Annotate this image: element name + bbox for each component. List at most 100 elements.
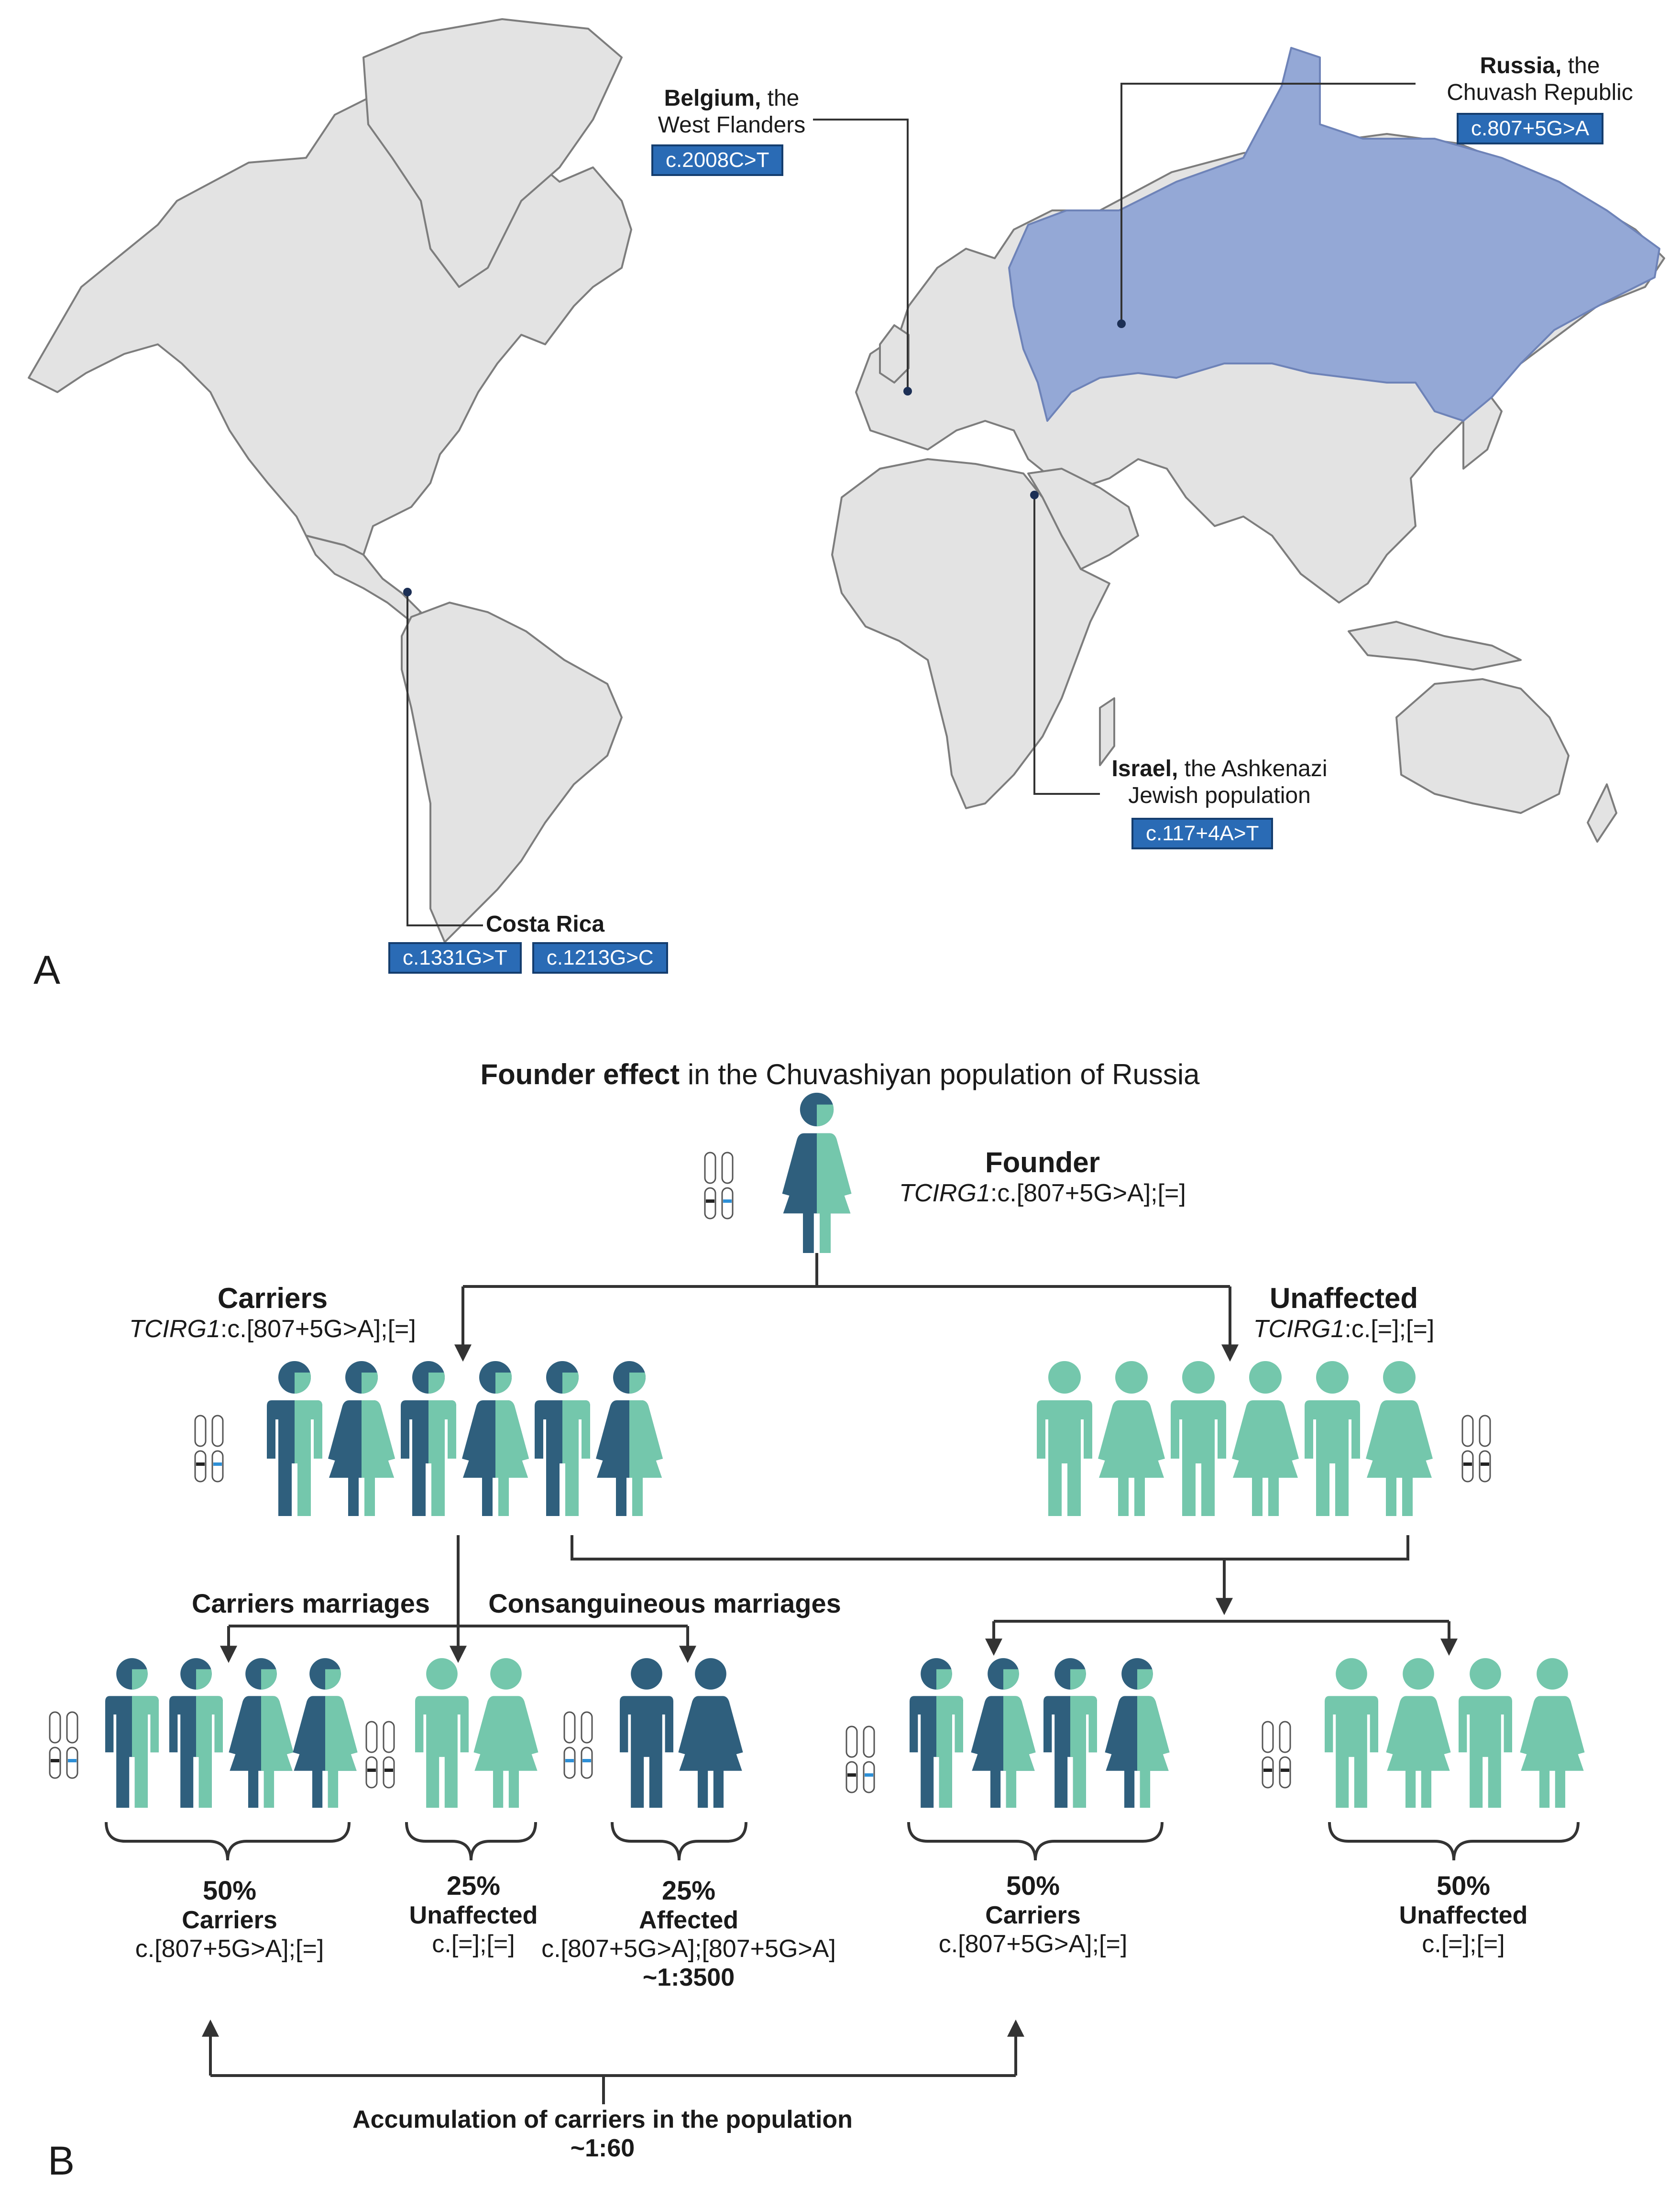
carrier-person [462,1361,529,1516]
greenland [362,18,623,288]
unaffected-person [1098,1361,1165,1516]
madagascar [1099,697,1115,766]
variant-tag-costa-rica-2: c.1213G>C [532,942,668,974]
panel-b-title: Founder effect in the Chuvashiyan popula… [0,1058,1680,1091]
mixed-offspring-carrier [971,1658,1036,1808]
new-zealand [1587,783,1617,843]
founder-chromosomes [704,1152,734,1220]
outcome-percent: 25% [661,1875,716,1905]
brace-unaffected-middle [405,1822,537,1861]
russia-the: the [1561,53,1600,78]
offspring-affected-chromosomes [563,1711,593,1779]
outcome-genotype: c.[807+5G>A];[807+5G>A] [541,1935,836,1963]
carrier-person [535,1361,590,1516]
panel-b-founder-effect: Founder effect in the Chuvashiyan popula… [0,1023,1680,2198]
carriers-marriages-label: Carriers marriages [191,1588,430,1618]
costa-rica-name: Costa Rica [485,912,605,937]
offspring-unaffected-chromosomes [365,1721,395,1789]
israel-population: Jewish population [1128,783,1311,808]
belgium-variants: c.2008C>T [651,144,784,176]
offspring-unaffected [473,1658,538,1808]
title-bold: Founder effect [480,1058,680,1090]
mixed-offspring-unaffected [1325,1658,1378,1808]
outcome-label: Affected [638,1906,739,1934]
russia-marker [1117,319,1126,328]
unaffected-genotype: :c.[=];[=] [1344,1315,1435,1343]
carriers-gene: TCIRG1 [129,1315,220,1343]
accumulation-ratio: ~1:60 [570,2134,635,2162]
africa [831,458,1110,809]
costa-rica-callout: Costa Rica [473,911,617,938]
brace-affected [611,1822,747,1861]
outcome-label: Unaffected [1399,1901,1528,1929]
outcome-label: Carriers [182,1906,277,1934]
unaffected-gene: TCIRG1 [1253,1315,1345,1343]
russia-name: Russia, [1480,53,1562,78]
outcome-genotype: c.[807+5G>A];[=] [938,1930,1128,1958]
founder-genotype: :c.[807+5G>A];[=] [990,1179,1186,1207]
israel-the-ashkenazi: the Ashkenazi [1178,756,1328,781]
mixed-offspring-unaffected [1386,1658,1451,1808]
mixed-offspring-unaffected [1520,1658,1585,1808]
unaffected-chromosomes [1461,1415,1491,1483]
world-map [28,18,1665,943]
belgium-the: the [761,86,800,111]
costa-rica-marker [403,588,412,596]
carriers-chromosomes [194,1415,224,1483]
founder-gene: TCIRG1 [899,1179,990,1207]
carrier-person [401,1361,456,1516]
belgium-marker [903,387,912,396]
unaffected-person [1232,1361,1299,1516]
belgium-name: Belgium, [664,86,761,111]
carriers-genotype: :c.[807+5G>A];[=] [220,1315,416,1343]
offspring-carrier [169,1658,223,1808]
mixed-offspring-carrier [1043,1658,1098,1808]
founder-diagram [49,1092,1585,2104]
unaffected-label-block: Unaffected TCIRG1:c.[=];[=] [1224,1282,1463,1343]
offspring-carrier [105,1658,159,1808]
variant-tag-israel: c.117+4A>T [1131,818,1274,849]
outcome-percent: 25% [446,1870,501,1901]
israel-connector [1033,495,1100,795]
outcome-unaffected-right: 50% Unaffected c.[=];[=] [1368,1870,1559,1958]
outcome-genotype: c.[807+5G>A];[=] [135,1935,324,1963]
unaffected-person [1366,1361,1433,1516]
variant-tag-russia: c.807+5G>A [1457,113,1604,144]
brace-carriers-left [105,1822,351,1861]
outcome-label: Unaffected [409,1901,538,1929]
variant-tag-belgium: c.2008C>T [651,144,784,176]
carrier-person [328,1361,395,1516]
carrier-person [267,1361,322,1516]
israel-variants: c.117+4A>T [1131,818,1274,849]
outcome-percent: 50% [1006,1870,1060,1901]
offspring-affected [678,1658,743,1808]
costa-rica-variants: c.1331G>T c.1213G>C [388,942,668,974]
offspring-unaffected [415,1658,469,1808]
mixed-offspring-unaffected [1459,1658,1512,1808]
outcome-affected: 25% Affected c.[807+5G>A];[807+5G>A] ~1:… [536,1875,842,1992]
belgium-region: West Flanders [658,112,806,138]
consanguineous-marriages-label: Consanguineous marriages [488,1588,841,1618]
offspring-carrier [293,1658,358,1808]
panel-b-label: B [48,2138,75,2183]
affected-prevalence: ~1:3500 [642,1964,735,1991]
outcome-carriers-left: 50% Carriers c.[807+5G>A];[=] [96,1875,363,1963]
offspring-carrier [229,1658,294,1808]
unaffected-label: Unaffected [1269,1282,1418,1314]
carriers-label: Carriers [217,1282,328,1314]
mixed-offspring-carrier [1105,1658,1170,1808]
panel-a-map: Belgium, the West Flanders c.2008C>T Rus… [0,0,1680,1023]
south-america [401,602,623,943]
mixed-offspring-carrier [910,1658,964,1808]
variant-tag-costa-rica-1: c.1331G>T [388,942,522,974]
israel-marker [1030,491,1039,499]
costa-rica-connector [406,592,483,926]
israel-callout: Israel, the Ashkenazi Jewish population [1095,756,1344,809]
mixed-carrier-chromosomes [845,1725,875,1793]
carrier-person [596,1361,663,1516]
unaffected-person [1037,1361,1092,1516]
israel-name: Israel, [1111,756,1178,781]
founder-label-block: Founder TCIRG1:c.[807+5G>A];[=] [870,1146,1215,1208]
russia-region: Chuvash Republic [1447,80,1633,105]
offspring-carrier-chromosomes [49,1711,78,1779]
